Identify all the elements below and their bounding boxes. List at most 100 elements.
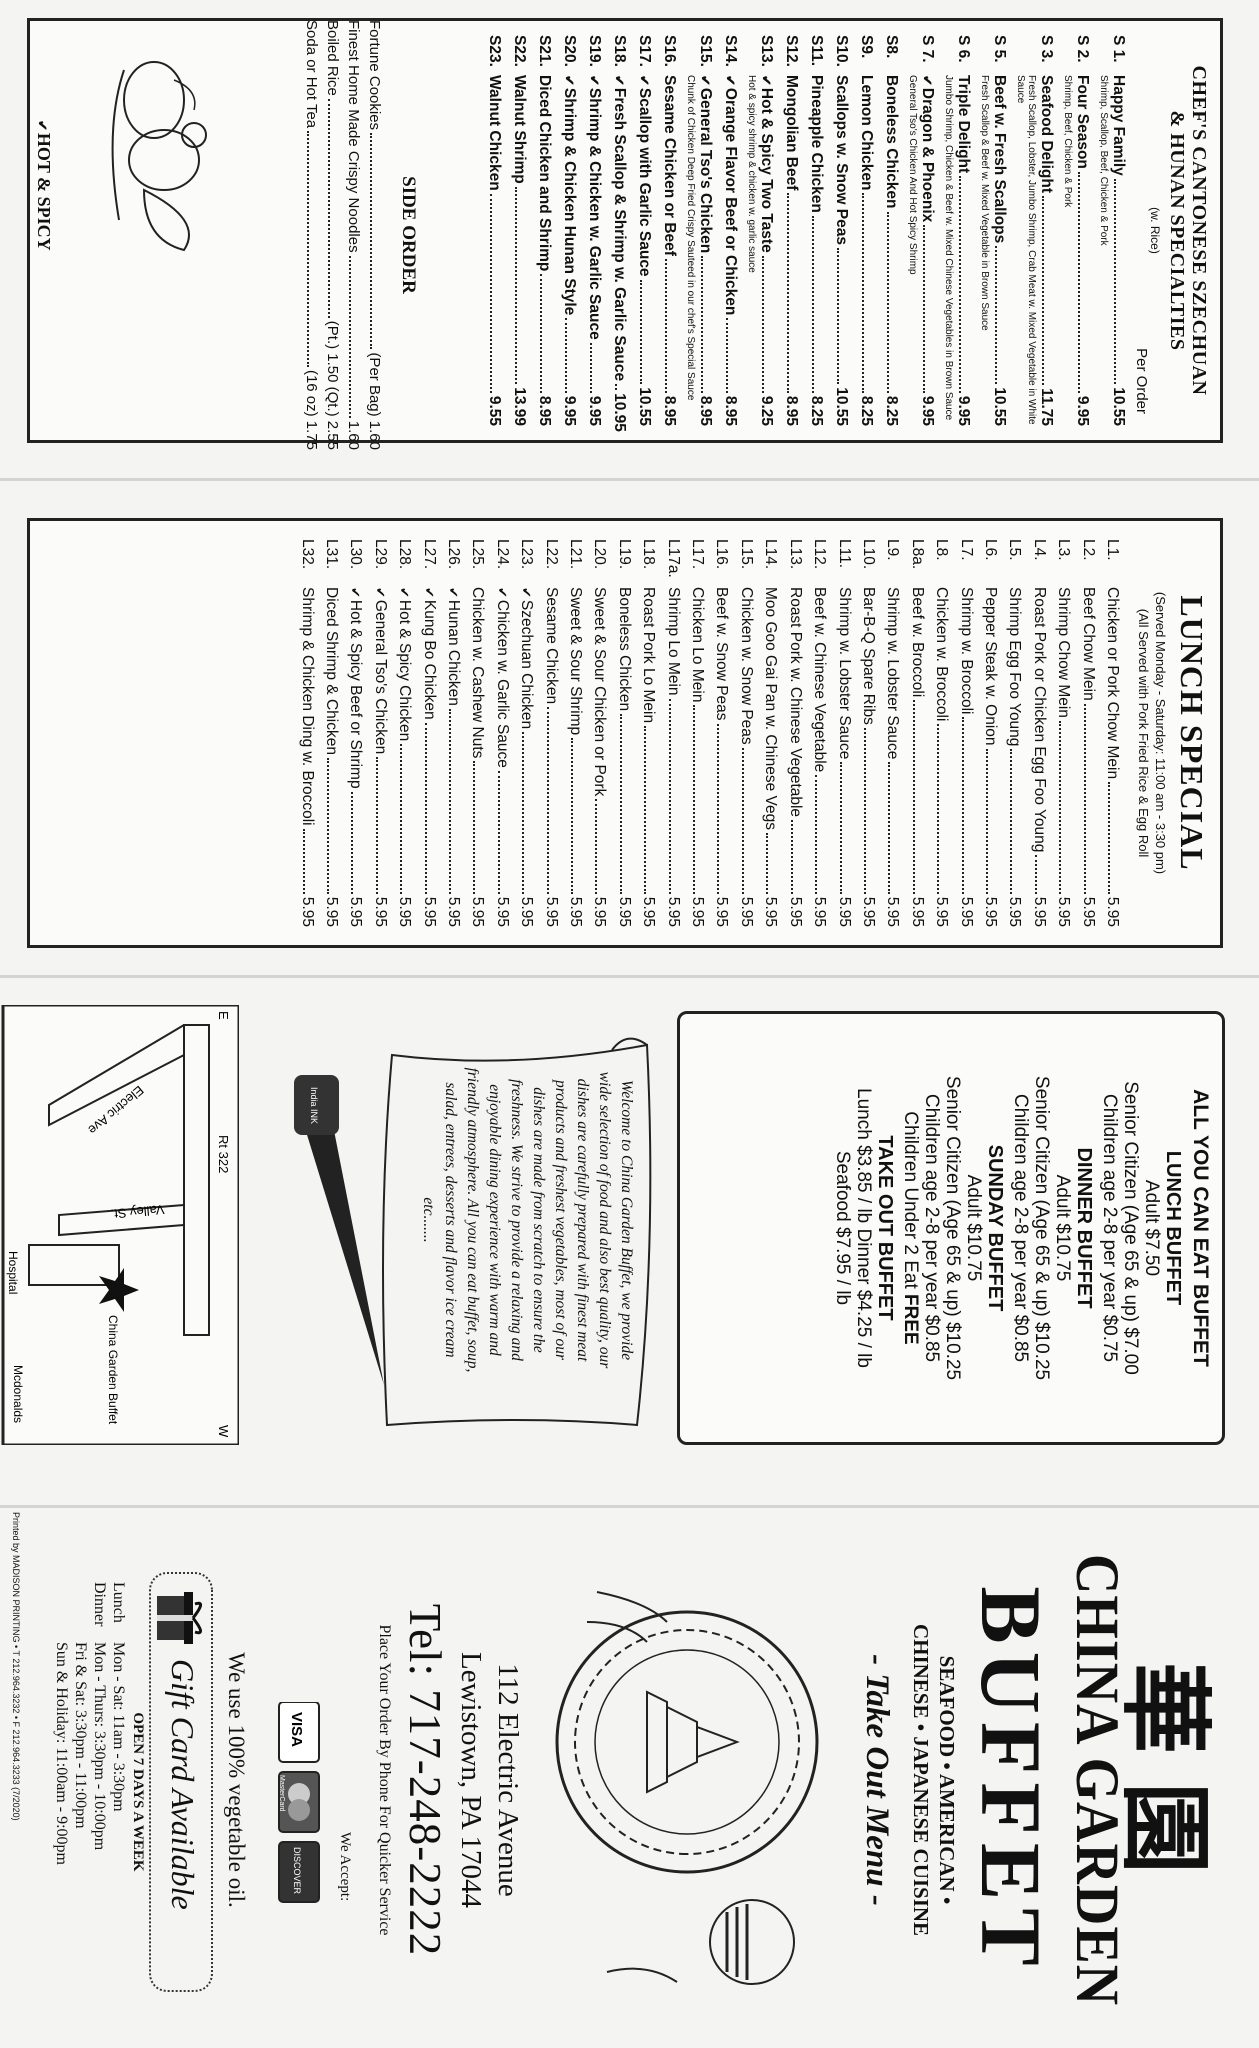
lunch-item-price: 5.95 <box>445 896 463 927</box>
dinner-hours-weekend: Fri & Sat: 3:30pm - 11:00pm <box>72 1642 89 1829</box>
lunch-title: LUNCH SPECIAL <box>1174 595 1210 871</box>
lunch-buffet-senior: Senior Citizen (Age 65 & up) $7.00 <box>1120 1081 1141 1375</box>
chef-item-code: S17. <box>636 35 653 67</box>
chef-item-price: 9.95 <box>955 395 972 426</box>
lunch-item-name: ✔Szechuan Chicken <box>514 587 538 729</box>
lunch-item-name: Sweet & Sour Chicken or Pork <box>591 587 609 797</box>
lunch-item-leader <box>790 820 793 894</box>
pagoda-plate-illustration <box>555 1591 819 1985</box>
lunch-item-code: L15. <box>737 539 755 570</box>
side-order-leader <box>370 133 372 350</box>
chef-item-code: S22. <box>511 35 528 67</box>
phone-number[interactable]: Tel: 717-248-2222 <box>400 1603 450 1957</box>
lunch-item-price: 5.95 <box>298 896 316 927</box>
lunch-item-name: Chicken w. Broccoli <box>933 587 951 722</box>
with-rice-note: (w. Rice) <box>1148 207 1162 254</box>
sunday-buffet-children: Children age 2-8 per year $0.85 <box>921 1093 942 1363</box>
chef-item-name: ✔Hot & Spicy Two Taste <box>758 75 775 253</box>
dinner-label: Dinner <box>91 1582 108 1627</box>
lunch-item-leader <box>302 828 305 894</box>
children-under-2: Children Under 2 Eat FREE <box>900 1014 921 1442</box>
valley-st-label: Valley St. <box>110 1202 165 1222</box>
chef-item-description: Fresh Scallop, Lobster, Jumbo Shrimp, Cr… <box>1015 75 1037 425</box>
chef-item-price: 9.95 <box>919 395 936 426</box>
lunch-item-price: 5.95 <box>884 896 902 927</box>
lunch-item-price: 5.95 <box>420 896 438 927</box>
lunch-item-price: 5.95 <box>396 896 414 927</box>
lunch-item-name: Shrimp Egg Foo Young <box>1006 587 1024 747</box>
lunch-item-code: L23. <box>518 539 536 570</box>
chef-item-leader <box>812 215 814 393</box>
scroll-outline <box>382 1037 652 1427</box>
chef-item-price: 10.55 <box>991 387 1008 426</box>
chef-item-row: S 5. Beef w. Fresh Scallops 10.55 <box>990 35 1009 426</box>
sunday-buffet-senior: Senior Citizen (Age 65 & up) $10.25 <box>942 1075 963 1381</box>
chef-item-code: S16. <box>661 35 678 67</box>
lunch-item-code: L26. <box>445 539 463 570</box>
pepper-icon: ✔ <box>698 75 713 86</box>
chef-item-leader <box>701 256 703 393</box>
pepper-icon: ✔ <box>494 587 510 598</box>
dinner-buffet-senior: Senior Citizen (Age 65 & up) $10.25 <box>1031 1075 1052 1381</box>
lunch-item-price: 5.95 <box>689 896 707 927</box>
lunch-item-code: L21. <box>567 539 585 570</box>
lunch-item-code: L22. <box>542 539 560 570</box>
lunch-item-price: 5.95 <box>762 896 780 927</box>
mastercard-text: MasterCard <box>278 1775 285 1812</box>
chef-item-leader <box>1042 195 1044 386</box>
vegetable-oil-note: We use 100% vegetable oil. <box>224 1652 249 1908</box>
lunch-item-code: L18. <box>640 539 658 570</box>
lunch-item-price: 5.95 <box>1055 896 1073 927</box>
chef-item-name: Beef w. Fresh Scallops <box>991 75 1008 244</box>
lunch-item-price: 5.95 <box>933 896 951 927</box>
chef-item-code: S 5. <box>991 35 1008 63</box>
lunch-item-price: 5.95 <box>1104 896 1121 927</box>
pepper-icon: ✔ <box>562 75 577 86</box>
lunch-item-code: L25. <box>469 539 487 570</box>
lunch-item-leader <box>815 775 818 894</box>
chef-item-leader <box>640 279 642 385</box>
lunch-item-code: L1. <box>1104 539 1121 561</box>
chef-item-name: ✔Dragon & Phoenix <box>919 75 936 223</box>
printer-credit: Printed by MADISON PRINTING • T 212.964.… <box>11 1512 21 1821</box>
side-order-title: SIDE ORDER <box>398 176 419 294</box>
lunch-item-leader <box>717 723 720 894</box>
lunch-item-leader <box>449 708 452 894</box>
chef-item-code: S18. <box>611 35 628 67</box>
lunch-item-leader <box>693 705 696 894</box>
chef-item-leader <box>1078 171 1080 393</box>
lunch-item-code: L10. <box>859 539 877 570</box>
address-line2: Lewistown, PA 17044 <box>455 1652 487 1908</box>
chef-item-name: ✔Fresh Scallop & Shrimp w. Garlic Sauce <box>611 75 628 382</box>
lunch-item-leader <box>424 722 427 894</box>
credit-cards: VISA MasterCard DISCOVER <box>278 1702 320 1903</box>
pepper-icon: ✔ <box>421 587 437 598</box>
lunch-item-leader <box>839 762 842 894</box>
chef-item-price: 8.95 <box>722 395 739 426</box>
side-order-name: Boiled Rice <box>324 20 341 96</box>
lunch-item-price: 5.95 <box>1079 896 1097 927</box>
chef-item-leader <box>923 225 925 393</box>
lunch-item-code: L12. <box>811 539 829 570</box>
brand-name-line1: CHINA GARDEN <box>1062 1553 1132 2007</box>
fold-line <box>0 1505 1259 1508</box>
lunch-item-price: 5.95 <box>640 896 658 927</box>
chef-item-code: S8. <box>883 35 900 59</box>
lunch-item-name: Shrimp w. Broccoli <box>957 587 975 715</box>
chef-item-price: 9.55 <box>486 395 503 426</box>
lunch-item-leader <box>766 832 769 894</box>
open-7-days: OPEN 7 DAYS A WEEK <box>130 1712 146 1872</box>
